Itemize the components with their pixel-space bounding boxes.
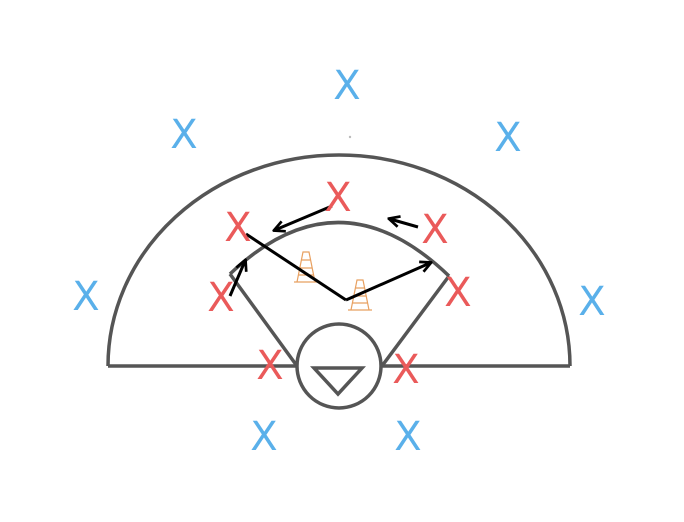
top-dot (348, 135, 352, 139)
red-markers: X X X X X X X (207, 175, 471, 393)
red-x-marker: X (421, 207, 448, 253)
outer-arc (106, 153, 572, 367)
red-x-marker: X (224, 205, 251, 251)
lane-line-right (380, 274, 451, 368)
red-x-marker: X (207, 275, 234, 321)
inner-arc (228, 220, 451, 278)
blue-x-marker: X (72, 274, 99, 320)
blue-x-marker: X (578, 279, 605, 325)
blue-x-marker: X (333, 63, 360, 109)
red-x-marker: X (392, 347, 419, 393)
arrow-icon (275, 204, 333, 230)
pass-line (245, 232, 347, 302)
blue-x-marker: X (494, 115, 521, 161)
blue-x-marker: X (394, 414, 421, 460)
blue-markers: X X X X X X X (72, 63, 605, 460)
traffic-cone-icon (348, 279, 372, 311)
arrow-icon (228, 261, 245, 297)
arrow-icon (345, 263, 430, 302)
red-x-marker: X (444, 270, 471, 316)
traffic-cone-icon (294, 251, 318, 283)
red-x-marker: X (324, 175, 351, 221)
blue-x-marker: X (250, 414, 277, 460)
center-circle (295, 322, 383, 410)
lane-line-left (228, 272, 299, 368)
red-x-marker: X (256, 343, 283, 389)
center-triangle (310, 366, 366, 397)
blue-x-marker: X (170, 112, 197, 158)
arrow-icon (390, 219, 419, 229)
